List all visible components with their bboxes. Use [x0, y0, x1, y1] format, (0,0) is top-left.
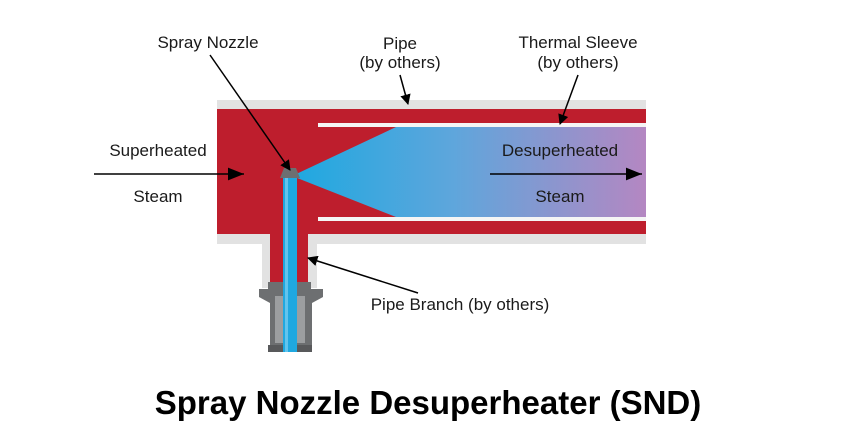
pipe-branch-label: Pipe Branch (by others)	[371, 295, 550, 314]
pipe-label-line2: (by others)	[359, 53, 440, 72]
thermal-sleeve	[318, 123, 646, 221]
spray-cone	[292, 127, 646, 217]
inlet-label-line2: Steam	[133, 187, 182, 206]
spray-nozzle-label: Spray Nozzle	[157, 33, 258, 52]
pipe-leader	[399, 74, 411, 106]
thermal-sleeve-label-line2: (by others)	[537, 53, 618, 72]
spray-nozzle-leader	[209, 54, 291, 171]
outlet-label-line1: Desuperheated	[502, 141, 618, 160]
pipe-branch-leader	[306, 255, 419, 294]
thermal-sleeve-leader	[558, 74, 579, 125]
pipe-label-line1: Pipe	[383, 34, 417, 53]
diagram-title: Spray Nozzle Desuperheater (SND)	[155, 384, 701, 421]
outlet-label-line2: Steam	[535, 187, 584, 206]
nozzle-assembly	[259, 168, 323, 352]
thermal-sleeve-label-line1: Thermal Sleeve	[518, 33, 637, 52]
inlet-label-line1: Superheated	[109, 141, 206, 160]
